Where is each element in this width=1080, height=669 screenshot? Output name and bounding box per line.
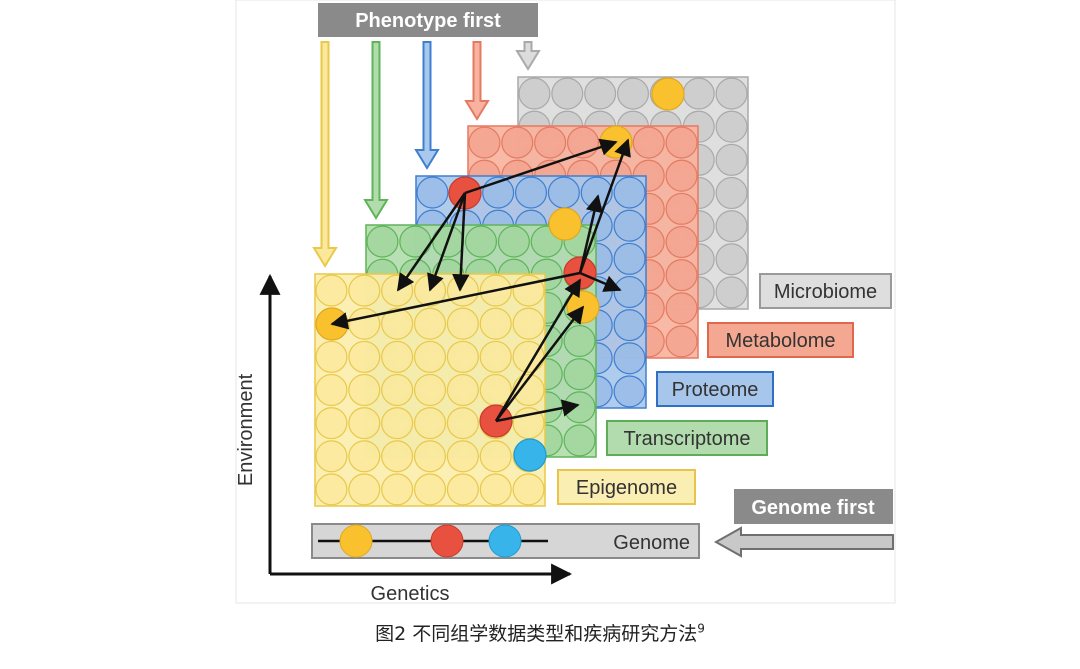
- phenotype-arrow-microbiome: [515, 41, 541, 71]
- omics-layers: [314, 76, 749, 507]
- x-axis-label: Genetics: [371, 583, 450, 605]
- phenotype-arrow-metabolome: [464, 41, 490, 121]
- phenotype-arrows: [312, 41, 541, 268]
- interaction-arrow-7: [579, 271, 622, 292]
- phenotype-first-label: Phenotype first: [355, 10, 501, 32]
- proteome-marker-yellow: [548, 207, 582, 241]
- axes: Genetics Environment: [235, 273, 573, 605]
- interaction-arrow-5: [578, 194, 603, 274]
- epigenome-label-box: Epigenome: [557, 469, 696, 505]
- interaction-arrows: [330, 138, 631, 423]
- caption-text: 图2 不同组学数据类型和疾病研究方法: [375, 623, 698, 645]
- genome-variant-yellow: [339, 524, 373, 558]
- interaction-arrow-11: [494, 278, 582, 422]
- genome-label: Genome: [613, 532, 690, 554]
- phenotype-arrow-transcriptome: [363, 41, 389, 220]
- transcriptome-label: Transcriptome: [623, 428, 750, 450]
- phenotype-arrow-epigenome: [312, 41, 338, 268]
- y-axis-label: Environment: [235, 373, 257, 486]
- figure-caption: 图2 不同组学数据类型和疾病研究方法9: [0, 619, 1080, 646]
- interaction-arrow-2: [396, 192, 467, 292]
- proteome-label: Proteome: [672, 379, 759, 401]
- genome-first-label: Genome first: [751, 497, 875, 519]
- genome-variant-red: [430, 524, 464, 558]
- interaction-arrow-1: [464, 138, 618, 195]
- transcriptome-label-box: Transcriptome: [606, 420, 768, 456]
- layer-labels: MicrobiomeMetabolomeProteomeTranscriptom…: [557, 273, 892, 505]
- microbiome-marker-yellow: [651, 77, 685, 111]
- interaction-arrow-9: [495, 305, 585, 422]
- microbiome-label: Microbiome: [774, 281, 877, 303]
- microbiome-label-box: Microbiome: [759, 273, 892, 309]
- epigenome-marker-blue: [513, 438, 547, 472]
- genome-first-banner: Genome first: [734, 489, 893, 524]
- interaction-arrow-8: [330, 271, 581, 330]
- genome-first-arrow: [713, 526, 894, 558]
- genome-bar: Genome: [311, 523, 700, 559]
- metabolome-label-box: Metabolome: [707, 322, 854, 358]
- metabolome-label: Metabolome: [725, 330, 835, 352]
- phenotype-arrow-proteome: [414, 41, 440, 170]
- interaction-arrow-3: [427, 192, 467, 292]
- interaction-arrow-4: [452, 192, 470, 292]
- caption-ref: 9: [697, 621, 705, 636]
- interaction-arrow-10: [495, 399, 580, 423]
- epigenome-label: Epigenome: [576, 477, 677, 499]
- phenotype-first-banner: Phenotype first: [318, 3, 538, 37]
- interaction-arrow-6: [578, 138, 631, 274]
- proteome-label-box: Proteome: [656, 371, 774, 407]
- genome-variant-blue: [488, 524, 522, 558]
- layer-epigenome: [314, 273, 546, 507]
